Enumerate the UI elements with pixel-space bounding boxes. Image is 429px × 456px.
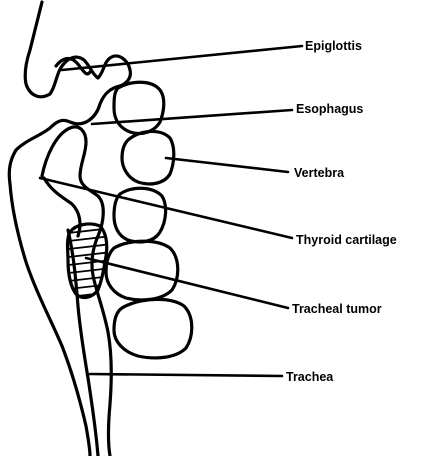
label-esophagus: Esophagus	[296, 102, 363, 116]
label-epiglottis: Epiglottis	[305, 39, 362, 53]
leader-tracheal-tumor	[86, 258, 288, 308]
label-thyroid-cartilage: Thyroid cartilage	[296, 233, 397, 247]
vertebra-5	[114, 299, 192, 358]
leader-thyroid-cartilage	[40, 178, 292, 238]
leader-trachea	[90, 374, 282, 376]
label-trachea: Trachea	[286, 370, 334, 384]
leader-epiglottis	[62, 46, 302, 70]
epiglottis-outline	[9, 2, 130, 184]
leader-esophagus	[92, 110, 292, 124]
vertebra-1	[114, 82, 164, 133]
label-tracheal-tumor: Tracheal tumor	[292, 302, 382, 316]
tracheal-tumor	[60, 224, 112, 298]
leader-vertebra	[166, 158, 288, 172]
label-vertebra: Vertebra	[294, 166, 345, 180]
